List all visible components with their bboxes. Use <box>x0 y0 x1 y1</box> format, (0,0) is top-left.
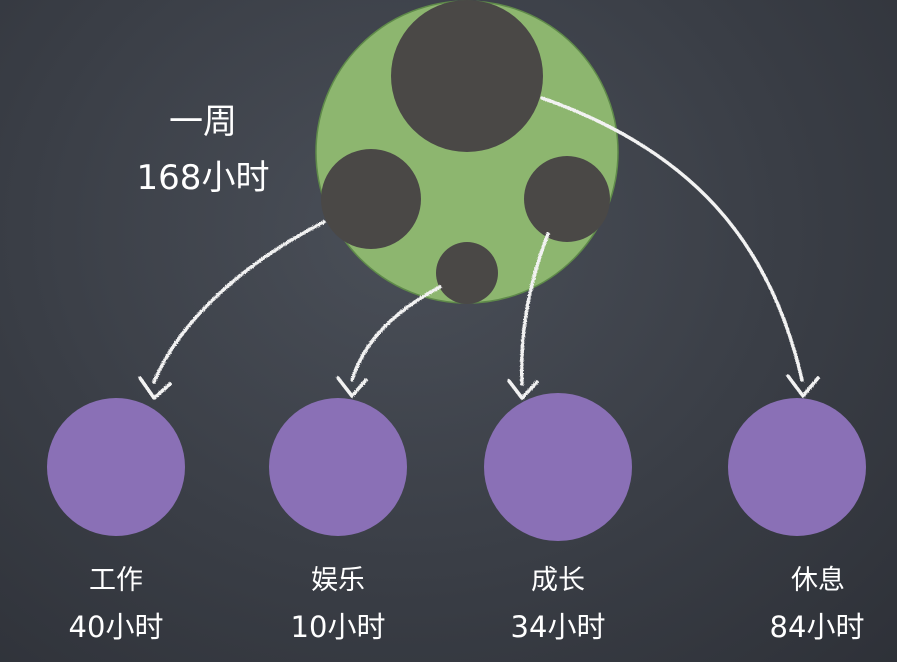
arrow-work <box>152 220 326 384</box>
category-circle-growth <box>484 393 632 541</box>
hole-entertainment <box>436 242 498 304</box>
category-name-entertainment: 娱乐 <box>311 565 365 596</box>
arrow-rest-head <box>786 374 820 398</box>
category-name-growth: 成长 <box>531 565 585 596</box>
arrow-entertainment-head <box>336 376 368 398</box>
category-name-rest: 休息 <box>791 565 845 596</box>
hole-rest <box>391 0 543 152</box>
category-circle-work <box>47 398 185 536</box>
week-label: 一周 <box>169 102 237 142</box>
category-hours-work: 40小时 <box>68 610 164 644</box>
arrow-growth <box>519 232 550 386</box>
hole-growth <box>524 156 610 242</box>
arrow-growth-head <box>507 379 539 400</box>
category-hours-rest: 84小时 <box>769 610 865 644</box>
category-circle-rest <box>728 398 866 536</box>
category-circle-entertainment <box>269 398 407 536</box>
arrow-rest <box>540 96 804 382</box>
arrow-work-head <box>138 376 172 400</box>
hole-work <box>321 149 421 249</box>
category-name-work: 工作 <box>89 565 143 596</box>
category-hours-growth: 34小时 <box>510 610 606 644</box>
week-hours-label: 168小时 <box>136 158 270 198</box>
arrow-entertainment <box>350 285 442 382</box>
category-hours-entertainment: 10小时 <box>290 610 386 644</box>
